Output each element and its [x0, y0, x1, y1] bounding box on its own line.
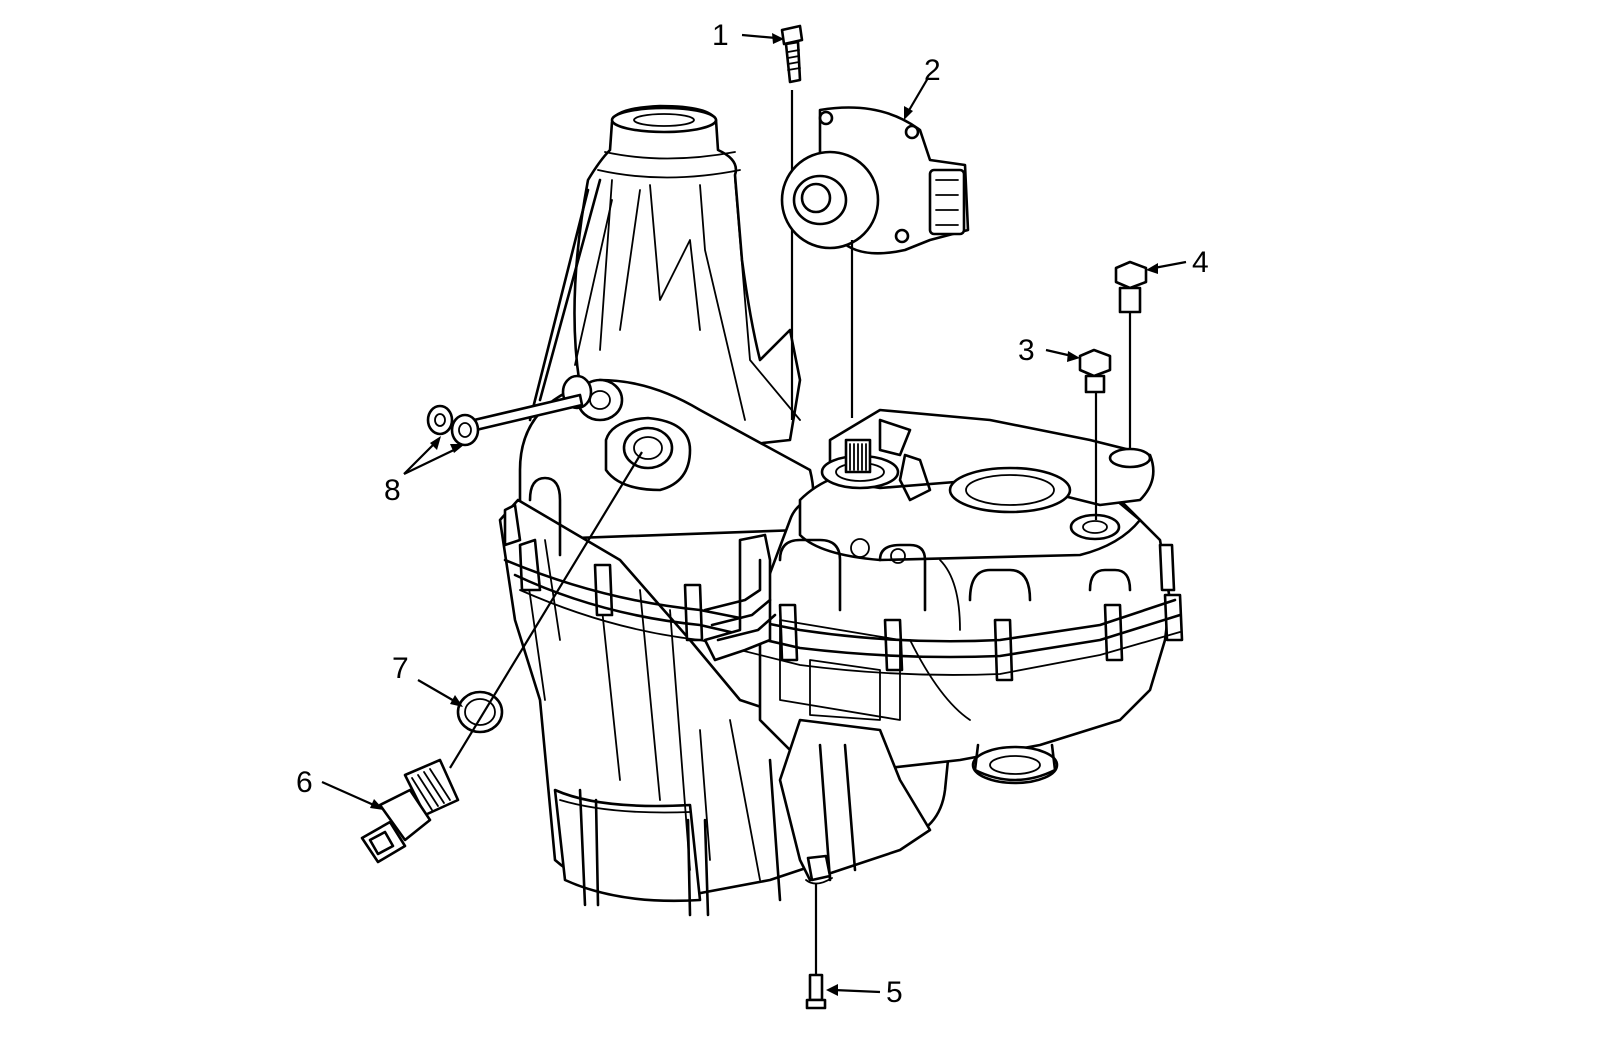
- callout-7: 7: [392, 652, 409, 685]
- callout-3: 3: [1018, 334, 1035, 367]
- part-8-washers: [426, 393, 584, 447]
- callout-labels: 1 2 3 4 5 6 7 8: [296, 19, 1209, 1009]
- callout-5: 5: [886, 976, 903, 1009]
- callout-6: 6: [296, 766, 313, 799]
- part-5-bolt: [805, 884, 827, 1010]
- part-6-sensor: [360, 451, 643, 864]
- part-2-shift-motor: [780, 106, 970, 418]
- callout-2: 2: [924, 54, 941, 87]
- callout-1: 1: [712, 19, 729, 52]
- callout-8: 8: [384, 474, 401, 507]
- transfer-case-housing: [498, 104, 1184, 917]
- callout-4: 4: [1192, 246, 1209, 279]
- part-4-plug: [1114, 260, 1148, 450]
- part-1-bolt: [780, 24, 804, 420]
- part-3-plug: [1078, 348, 1112, 520]
- part-7-o-ring: [456, 690, 504, 734]
- callout-leaders: [321, 33, 1187, 996]
